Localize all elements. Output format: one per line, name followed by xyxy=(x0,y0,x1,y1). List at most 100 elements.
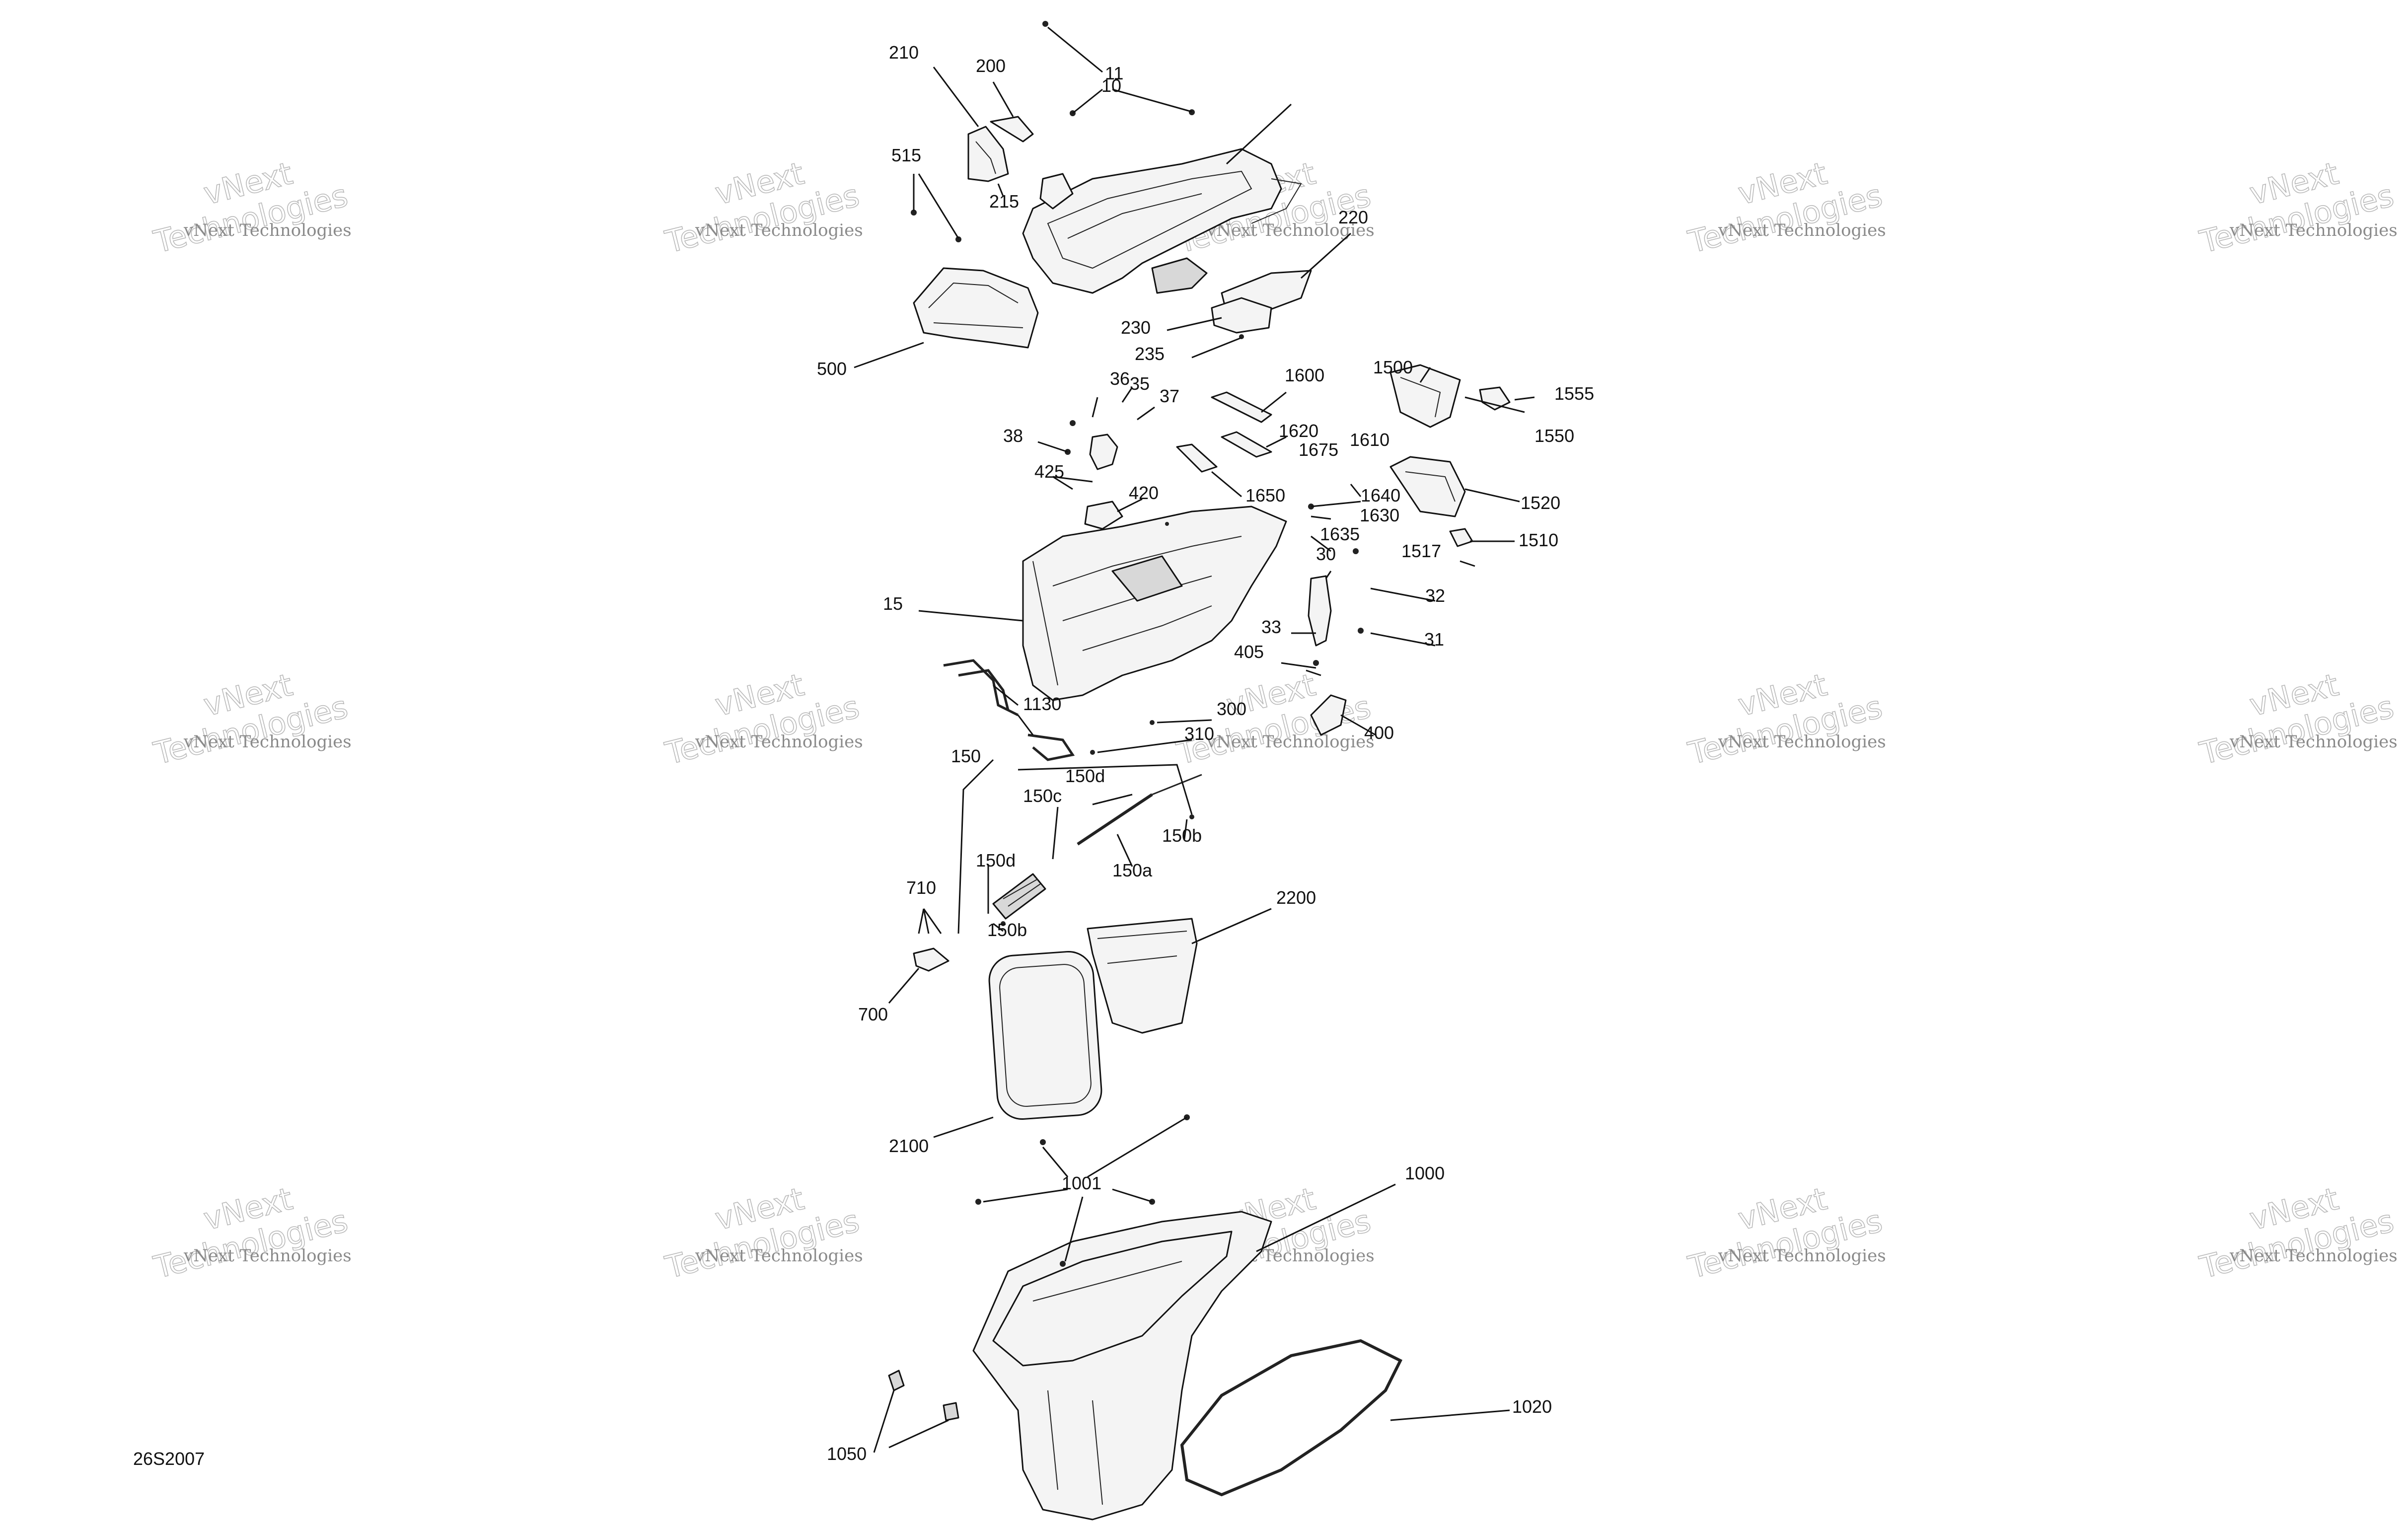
part-1510-latch xyxy=(1449,528,1473,547)
callout-label: 1000 xyxy=(1405,1163,1445,1183)
callout-label: 150d xyxy=(1065,766,1105,786)
part-1600-strip xyxy=(1211,391,1272,458)
watermark-caption: vNext Technologies xyxy=(183,220,352,240)
watermark-caption: vNext Technologies xyxy=(695,1246,863,1266)
callout-label: 15 xyxy=(883,593,903,614)
watermark-caption: vNext Technologies xyxy=(695,732,863,752)
callout-label: 1520 xyxy=(1521,493,1560,513)
watermark-caption: vNext Technologies xyxy=(1718,732,1886,752)
part-400-cover xyxy=(1310,694,1347,736)
part-210-cover xyxy=(967,126,1009,182)
part-1050-clips xyxy=(888,1370,959,1421)
callout-label: 1020 xyxy=(1512,1396,1552,1417)
callout-label: 37 xyxy=(1160,386,1179,406)
callout-label: 30 xyxy=(1316,544,1336,564)
callout-label: 1050 xyxy=(827,1444,867,1464)
callout-label: 1610 xyxy=(1350,430,1389,450)
callout-label: 300 xyxy=(1217,699,1246,719)
callout-label: 215 xyxy=(989,191,1019,212)
part-230-cap xyxy=(1211,297,1272,334)
watermark-caption: vNext Technologies xyxy=(183,732,352,752)
callout-label: 1550 xyxy=(1534,426,1574,446)
callout-label: 33 xyxy=(1261,617,1281,637)
part-30-hinge-arm xyxy=(1308,575,1332,647)
callout-label: 1130 xyxy=(1023,694,1061,714)
callout-label: 230 xyxy=(1121,317,1151,338)
callout-label: 425 xyxy=(1034,461,1064,482)
callout-label: 2200 xyxy=(1276,887,1316,908)
leader-lines xyxy=(854,26,1535,1453)
callout-label: 1510 xyxy=(1519,530,1558,550)
callout-label: 420 xyxy=(1129,483,1159,503)
callout-label: 200 xyxy=(976,56,1006,76)
callout-label: 2100 xyxy=(889,1136,929,1156)
callout-label: 1650 xyxy=(1245,485,1285,506)
part-1650-filter xyxy=(1176,443,1218,473)
callout-label: 710 xyxy=(906,877,936,898)
callout-label: 1555 xyxy=(1554,383,1594,404)
parts-layer xyxy=(888,21,1511,1521)
part-1500-cover xyxy=(1389,364,1461,428)
callout-label: 700 xyxy=(858,1004,888,1024)
callout-label: 1600 xyxy=(1285,365,1324,385)
callout-label: 1620 xyxy=(1279,421,1318,441)
callout-label: 1500 xyxy=(1373,357,1413,377)
callout-label: 500 xyxy=(817,359,847,379)
part-2200-bin xyxy=(1087,918,1198,1034)
part-200-insert xyxy=(990,116,1034,143)
part-10-upper-frame xyxy=(1022,148,1302,294)
callout-label: 150c xyxy=(1023,786,1062,806)
callout-label: 400 xyxy=(1364,723,1394,743)
callout-label: 31 xyxy=(1424,629,1444,650)
callout-label: 220 xyxy=(1338,207,1368,227)
callout-label: 35 xyxy=(1130,373,1150,394)
part-500-front-cowl xyxy=(913,267,1039,349)
part-1520-lid xyxy=(1389,456,1466,517)
part-1130-handles xyxy=(943,659,1075,761)
part-35-hinge xyxy=(1089,434,1118,470)
watermark-caption: vNext Technologies xyxy=(183,1246,352,1266)
callout-label: 150 xyxy=(951,746,981,766)
callout-label: 11 xyxy=(1105,63,1123,83)
callout-label: 405 xyxy=(1234,642,1264,662)
callout-label: 1635 xyxy=(1320,524,1360,544)
watermark-caption: vNext Technologies xyxy=(1206,732,1375,752)
part-150-strut xyxy=(992,774,1202,920)
watermark-caption: vNext Technologies xyxy=(2229,220,2398,240)
watermark-caption: vNext Technologies xyxy=(1718,1246,1886,1266)
callout-label: 10 xyxy=(1101,75,1121,96)
callout-label: 150b xyxy=(987,920,1027,940)
callout-label: 38 xyxy=(1003,426,1023,446)
watermark-caption: vNext Technologies xyxy=(2229,732,2398,752)
callout-label: 36 xyxy=(1110,368,1130,389)
callout-label: 210 xyxy=(889,42,919,63)
callout-label: 1630 xyxy=(1360,505,1399,525)
figure-code: 26S2007 xyxy=(133,1449,205,1469)
watermark-caption: vNext Technologies xyxy=(2229,1246,2398,1266)
part-15-storage-tub xyxy=(1022,506,1287,701)
callout-label: 1640 xyxy=(1361,485,1400,506)
watermark-caption: vNext Technologies xyxy=(695,220,863,240)
part-1000-lower-tub xyxy=(972,1211,1272,1521)
part-2100-panel xyxy=(988,950,1102,1120)
watermark-caption: vNext Technologies xyxy=(1718,220,1886,240)
part-1020-gasket xyxy=(1180,1339,1403,1497)
callout-label: 150b xyxy=(1162,825,1202,846)
callout-label: 235 xyxy=(1135,344,1165,364)
callout-label: 310 xyxy=(1184,724,1214,744)
part-1550-bracket xyxy=(1479,386,1511,411)
